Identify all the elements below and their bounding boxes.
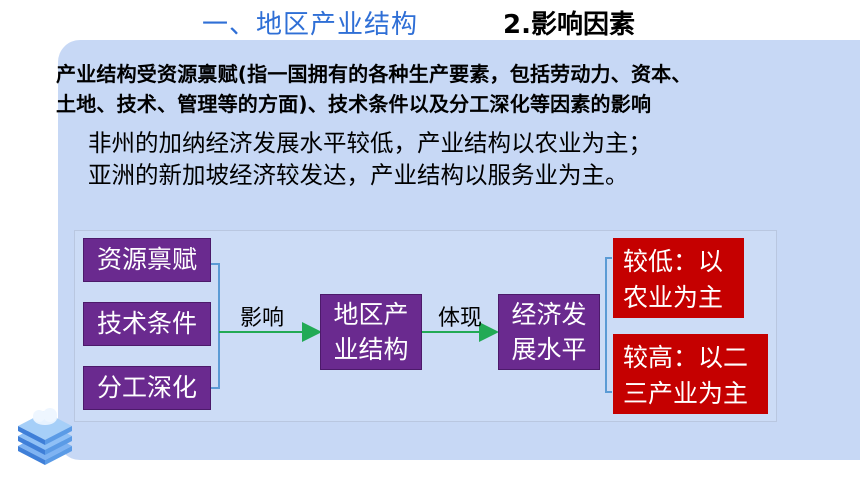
- outcome-low-line-2: 农业为主: [623, 283, 724, 312]
- economic-level-box: 经济发 展水平: [498, 294, 600, 370]
- right-box-line-2: 展水平: [511, 335, 587, 364]
- definition-line-2: 土地、技术、管理等的方面)、技术条件以及分工深化等因素的影响: [56, 92, 652, 116]
- middle-box-line-1: 地区产: [333, 300, 409, 329]
- factor-box-resource: 资源禀赋: [83, 238, 211, 282]
- outcome-high-line-2: 三产业为主: [623, 379, 749, 408]
- regional-industry-structure-box: 地区产 业结构: [320, 294, 422, 370]
- arrow-label-manifest: 体现: [438, 306, 483, 331]
- definition-line-1: 产业结构受资源禀赋(指一国拥有的各种生产要素，包括劳动力、资本、: [56, 62, 692, 86]
- middle-box-line-2: 业结构: [333, 335, 409, 364]
- outcome-low-line-1: 较低：以: [623, 247, 724, 276]
- subsection-title: 2.影响因素: [503, 10, 635, 40]
- section-title: 一、地区产业结构: [202, 10, 419, 40]
- outcome-high-line-1: 较高：以二: [623, 343, 749, 372]
- factor-box-technology: 技术条件: [83, 302, 211, 346]
- left-bracket: [211, 263, 220, 389]
- right-box-line-1: 经济发: [511, 300, 587, 329]
- example-line-1: 非州的加纳经济发展水平较低，产业结构以农业为主；: [88, 129, 652, 157]
- factor-box-division: 分工深化: [83, 366, 211, 410]
- right-bracket: [605, 257, 612, 393]
- cloud-server-logo-icon: [18, 408, 72, 465]
- arrow-label-influence: 影响: [240, 306, 285, 331]
- outcome-high-box: 较高：以二 三产业为主: [613, 334, 768, 414]
- outcome-low-box: 较低：以 农业为主: [613, 238, 744, 318]
- example-line-2: 亚洲的新加坡经济较发达，产业结构以服务业为主。: [88, 161, 629, 189]
